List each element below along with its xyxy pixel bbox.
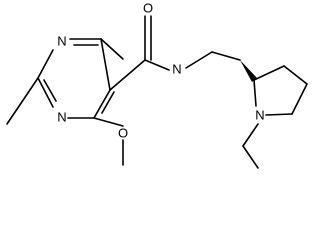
- bond-c6-c5-outer: [100, 38, 124, 60]
- bond-c4-o-methoxy: [93, 117, 124, 127]
- bond-c4-c5-inner: [101, 91, 115, 114]
- atom-label-o-carbonyl: O: [143, 1, 153, 16]
- bond-c5-c6: [100, 38, 111, 91]
- bond-ch2-stereo-c: [211, 51, 241, 61]
- bond-pyrrolidine-n-c2: [253, 79, 257, 107]
- stereo-wedge-bond: [240, 60, 257, 82]
- molecule-structure-diagram: O N N N O N: [6, 1, 308, 169]
- bond-carbonyl-n: [144, 59, 170, 71]
- bond-n-ethyl-ch2: [242, 123, 259, 147]
- atom-label-o-methoxy: O: [118, 126, 128, 141]
- bond-c4-c5: [93, 89, 111, 119]
- bond-c5-carbonyl: [109, 59, 146, 91]
- atom-label-n-amide: N: [172, 62, 181, 77]
- bond-pyrrolidine-c2-c3: [253, 65, 285, 81]
- bond-pyrrolidine-c3-c4: [283, 65, 308, 85]
- bond-c2-methyl: [6, 77, 39, 125]
- bond-pyrrolidine-c4-c5: [291, 83, 308, 115]
- atom-label-n-pyrimidine-top: N: [57, 34, 66, 49]
- bond-pyrrolidine-c5-n: [265, 113, 293, 116]
- atom-label-n-pyrimidine-bottom: N: [57, 110, 66, 125]
- bond-ethyl-ch3: [242, 145, 259, 169]
- bond-c2-n3-inner: [43, 79, 57, 102]
- bond-c2-n3: [37, 77, 54, 108]
- bond-n1-c2: [37, 49, 54, 79]
- atom-label-n-pyrrolidine: N: [255, 108, 264, 123]
- bond-n-ch2: [185, 51, 213, 69]
